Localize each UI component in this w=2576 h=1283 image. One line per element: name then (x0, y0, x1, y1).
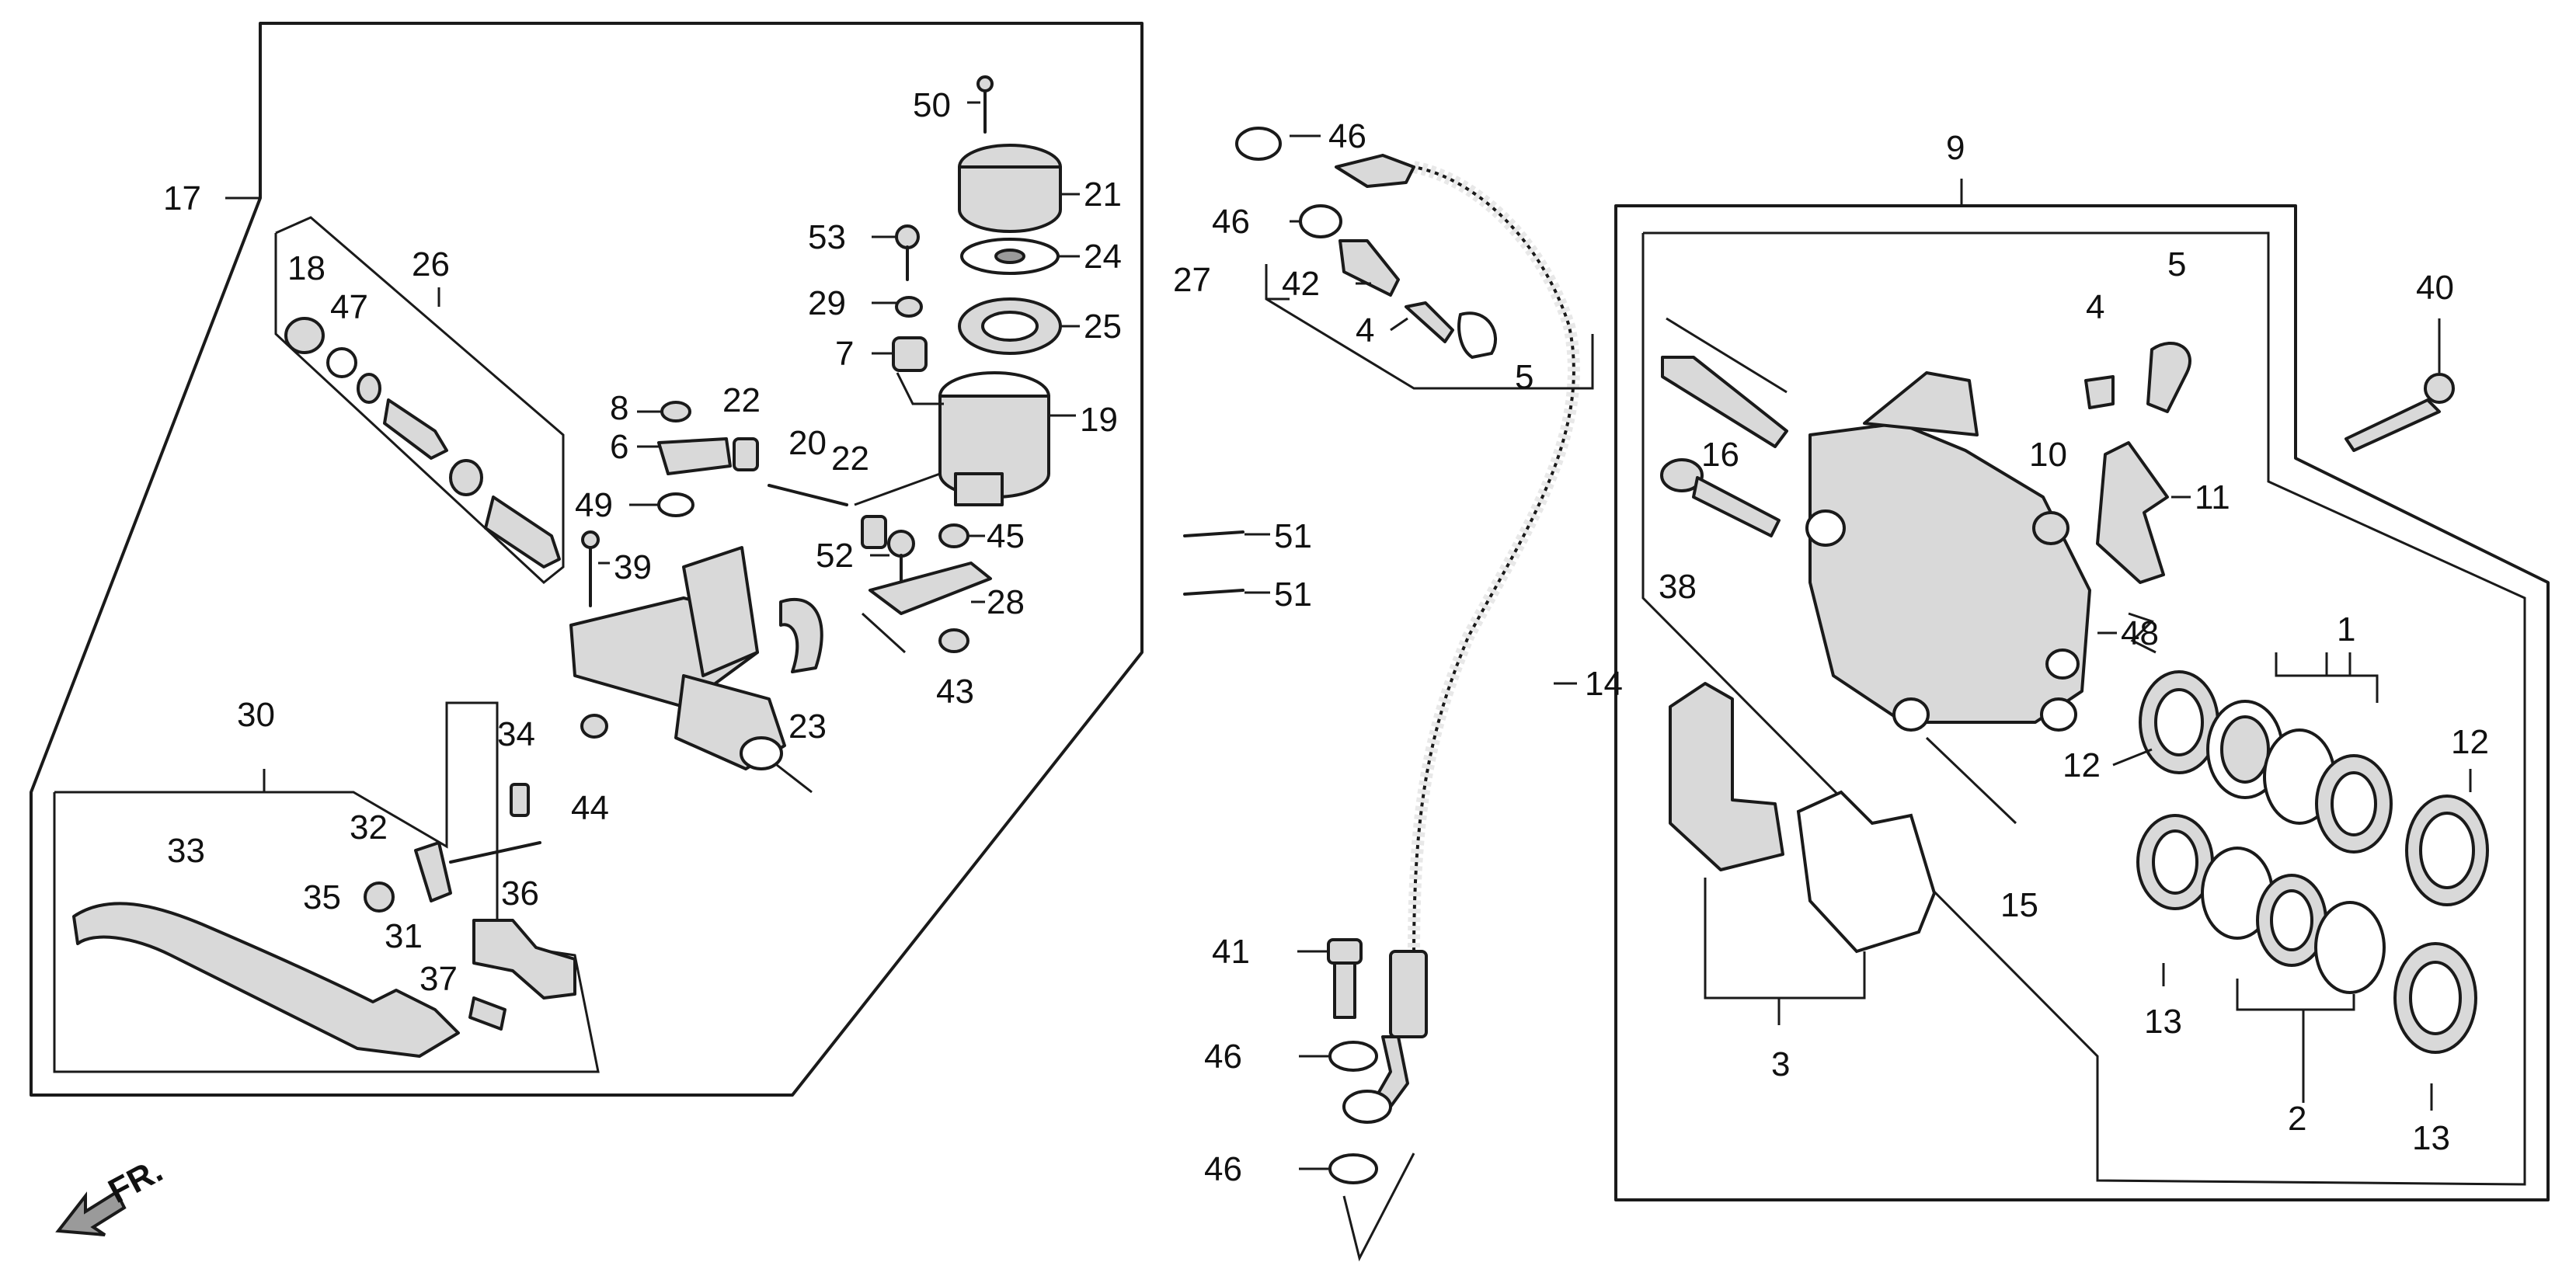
callout-46-top: 46 (1328, 117, 1366, 155)
front-direction-arrow-icon (55, 1190, 127, 1236)
callout-52: 52 (816, 537, 854, 575)
callout-51-upper: 51 (1274, 517, 1312, 555)
callout-8: 8 (610, 389, 628, 427)
callout-10: 10 (2029, 436, 2067, 474)
caliper-group-outline (1614, 179, 2550, 1201)
callout-46-second: 46 (1212, 203, 1250, 241)
callout-46-bottom: 46 (1204, 1150, 1242, 1188)
callout-22-mid: 22 (831, 440, 869, 478)
callout-22-top: 22 (722, 381, 761, 419)
callout-4-caliper: 4 (2086, 288, 2104, 326)
callout-5-hose: 5 (1515, 358, 1533, 396)
callout-17: 17 (163, 179, 201, 217)
callout-6: 6 (610, 428, 628, 466)
callout-47: 47 (330, 288, 368, 326)
callout-28: 28 (987, 583, 1025, 621)
callout-13-right: 13 (2412, 1119, 2450, 1157)
callout-40: 40 (2416, 269, 2454, 307)
callout-16: 16 (1701, 436, 1739, 474)
callout-19: 19 (1080, 401, 1118, 439)
callout-leaders (598, 101, 2472, 1170)
callout-43: 43 (936, 673, 974, 711)
callout-36: 36 (501, 874, 539, 913)
brake-lever (72, 783, 576, 1058)
hose-fittings (1183, 127, 1594, 1262)
callout-27: 27 (1173, 261, 1211, 299)
callout-23: 23 (788, 708, 827, 746)
callout-13-left: 13 (2144, 1003, 2182, 1041)
callout-42: 42 (1282, 265, 1320, 303)
brake-hose (1335, 154, 1580, 1124)
callout-49: 49 (575, 486, 613, 524)
callout-33: 33 (167, 832, 205, 870)
callout-35: 35 (303, 878, 341, 916)
callout-4-hose: 4 (1356, 311, 1374, 349)
callout-45: 45 (987, 517, 1025, 555)
callout-14: 14 (1585, 665, 1623, 703)
callout-38: 38 (1659, 568, 1697, 606)
master-cylinder-parts (569, 75, 1062, 794)
callout-7: 7 (835, 335, 854, 373)
callout-12-right: 12 (2451, 723, 2489, 761)
callout-34: 34 (497, 715, 535, 753)
callout-26: 26 (412, 245, 450, 283)
callout-21: 21 (1084, 176, 1122, 214)
callout-12-left: 12 (2063, 746, 2101, 784)
callout-1: 1 (2337, 610, 2355, 648)
callout-labels: 1 2 3 4 4 5 5 6 7 8 9 10 11 12 12 13 13 … (103, 86, 2489, 1211)
callout-18: 18 (287, 249, 325, 287)
callout-11: 11 (2195, 478, 2230, 516)
callout-41: 41 (1212, 933, 1250, 971)
callout-53: 53 (808, 218, 846, 256)
piston-kit (284, 317, 561, 568)
callout-20: 20 (788, 424, 827, 462)
callout-39: 39 (614, 548, 652, 586)
callout-2: 2 (2288, 1100, 2306, 1138)
master-cylinder-group-outline (30, 22, 1144, 1097)
callout-29: 29 (808, 284, 846, 322)
callout-31: 31 (385, 917, 423, 955)
callout-50: 50 (913, 86, 951, 124)
callout-51-lower: 51 (1274, 575, 1312, 614)
callout-46-lower: 46 (1204, 1038, 1242, 1076)
callout-48: 48 (2121, 614, 2159, 652)
callout-32: 32 (350, 808, 388, 847)
callout-44: 44 (571, 789, 609, 827)
callout-37: 37 (419, 960, 458, 998)
callout-25: 25 (1084, 308, 1122, 346)
callout-15: 15 (2000, 886, 2038, 924)
callout-30: 30 (237, 696, 275, 734)
callout-5-caliper: 5 (2167, 245, 2186, 283)
callout-9: 9 (1946, 129, 1965, 167)
callout-3: 3 (1771, 1045, 1790, 1083)
caliper-parts (1660, 317, 2489, 1103)
callout-24: 24 (1084, 238, 1122, 276)
